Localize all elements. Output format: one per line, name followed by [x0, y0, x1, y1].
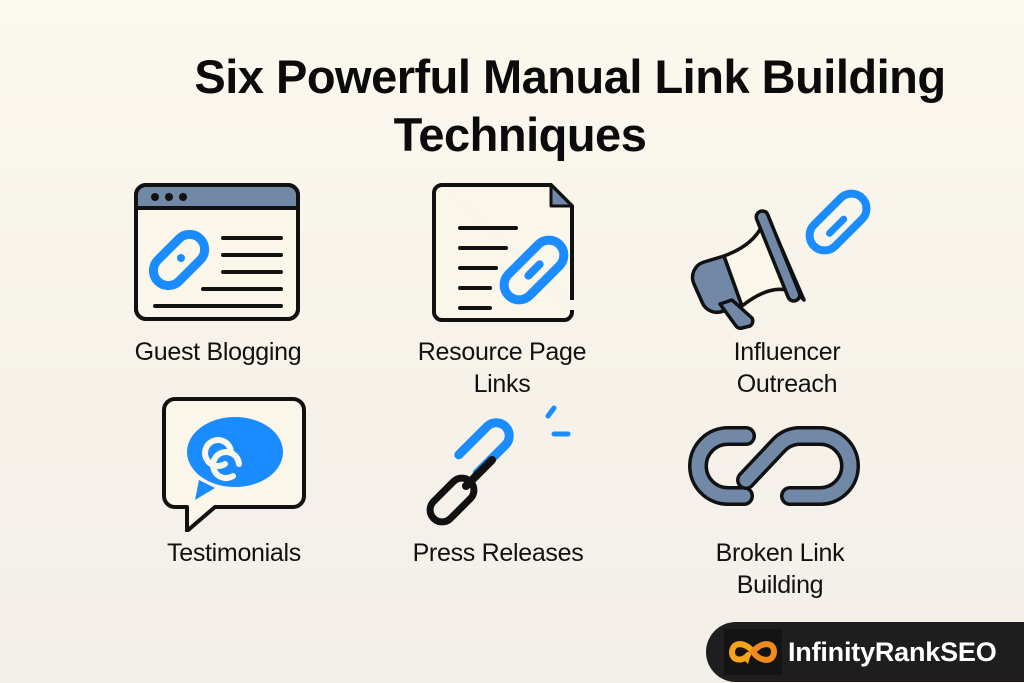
technique-label-resource-page-links: Resource Page Links	[417, 338, 587, 398]
title-line-2: Techniques	[393, 108, 647, 161]
speech-bubble-link-icon	[161, 396, 307, 533]
brand-name: InfinityRankSEO	[788, 636, 997, 667]
technique-label-testimonials: Testimonials	[167, 539, 301, 567]
technique-label-guest-blogging: Guest Blogging	[134, 338, 302, 366]
document-link-icon	[430, 182, 575, 322]
technique-label-press-releases: Press Releases	[412, 539, 584, 567]
megaphone-link-icon	[686, 180, 876, 330]
brand-badge: InfinityRankSEO	[706, 622, 1024, 682]
browser-link-icon	[133, 182, 301, 322]
title-line-1: Six Powerful Manual Link Building	[194, 50, 946, 103]
technique-label-influencer-outreach: Influencer Outreach	[733, 338, 841, 398]
technique-label-broken-link-building: Broken Link Building	[715, 539, 845, 599]
page-title: Six Powerful Manual Link Building Techni…	[150, 48, 990, 164]
broken-link-icon	[686, 422, 866, 510]
chain-link-icon	[420, 404, 580, 530]
infinity-logo-icon	[724, 629, 782, 675]
